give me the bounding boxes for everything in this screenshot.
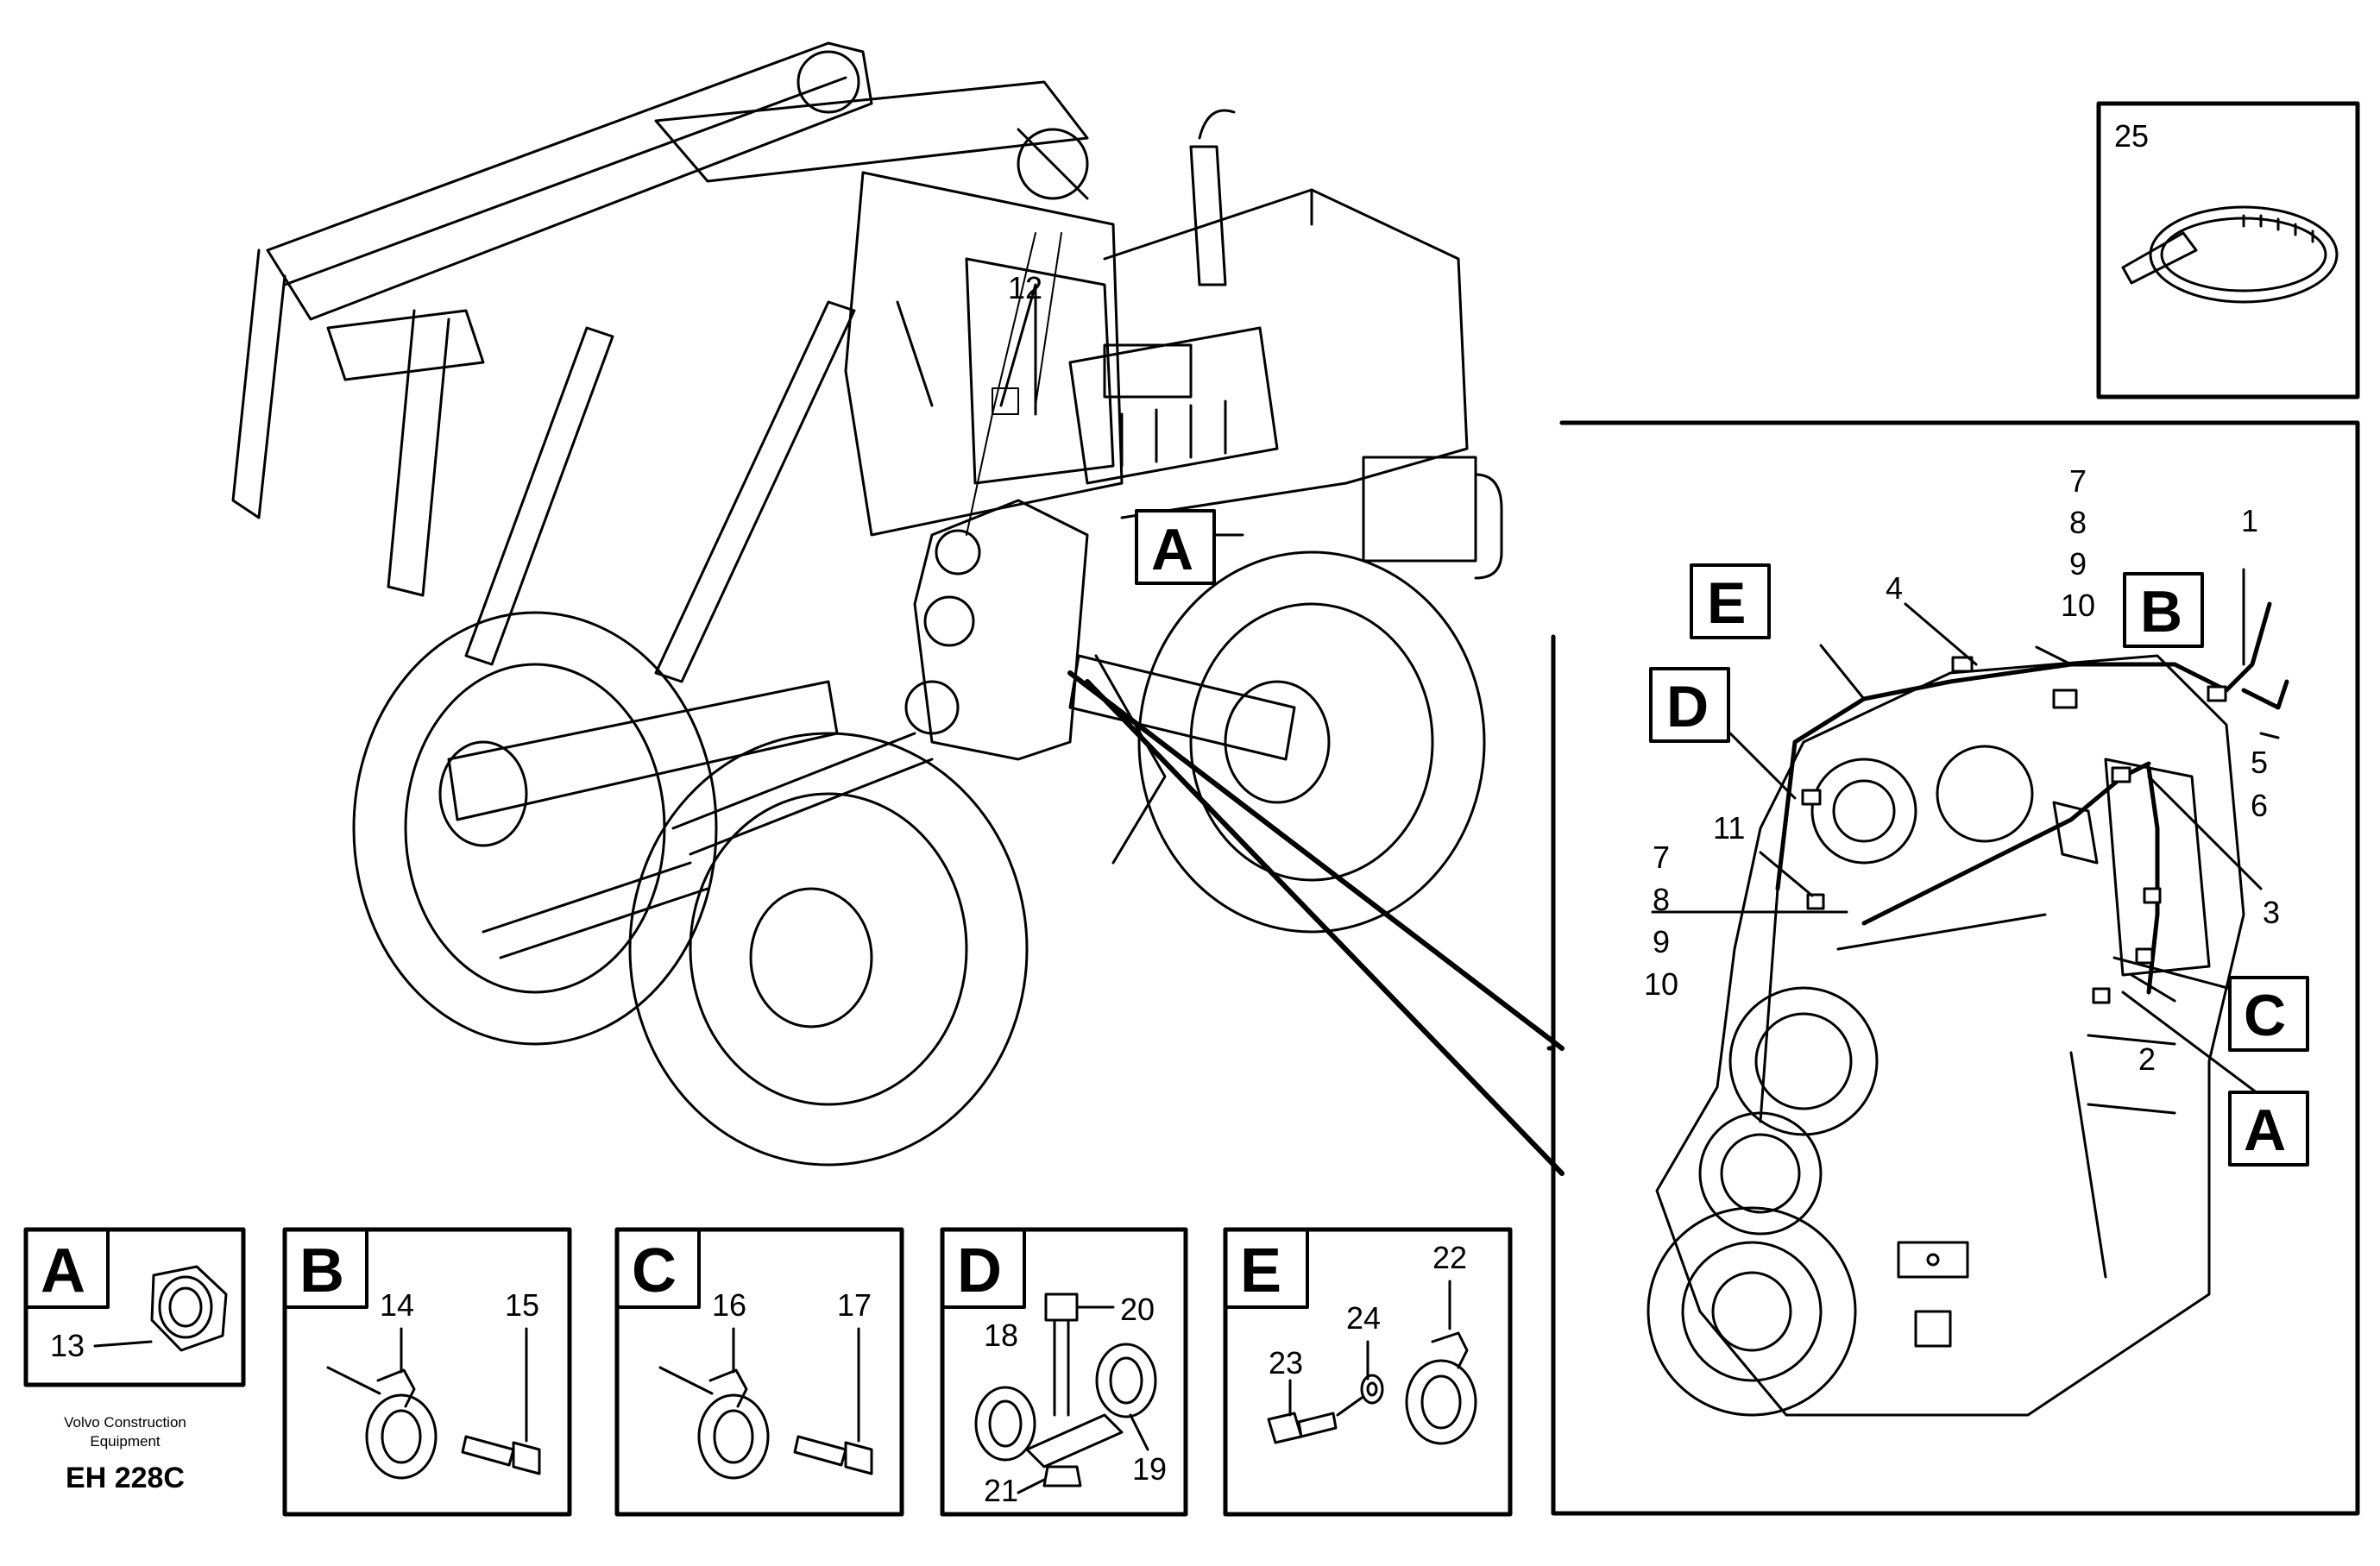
drawing-code: EH 228C: [66, 1462, 185, 1494]
svg-text:A: A: [41, 1236, 85, 1305]
part-15-label: 15: [505, 1287, 539, 1323]
publisher-line-2: Equipment: [90, 1433, 161, 1450]
callout-9-top: 9: [2069, 546, 2087, 582]
nut-icon: [1017, 1465, 1082, 1494]
part-19-label: 19: [1132, 1451, 1167, 1487]
callout-2: 2: [2138, 1041, 2156, 1077]
callout-8-top: 8: [2069, 505, 2087, 540]
panel-E-clamp-bolt-washer: E 22 23 24: [1223, 1227, 1513, 1517]
part-24-label: 24: [1346, 1300, 1381, 1336]
rubber-clamp-icon: [326, 1366, 438, 1480]
callout-C: C: [2228, 976, 2309, 1052]
callout-6: 6: [2251, 788, 2268, 823]
bolt-icon: [461, 1435, 541, 1475]
publisher-line-1: Volvo Construction: [64, 1414, 186, 1431]
rubber-clamp-icon: [658, 1366, 770, 1480]
svg-text:D: D: [957, 1236, 1002, 1305]
callout-10-top: 10: [2061, 588, 2095, 623]
part-21-label: 21: [984, 1473, 1018, 1508]
double-clamp-icon: [974, 1343, 1157, 1469]
washer-icon: [1360, 1374, 1384, 1405]
bolt-icon: [1044, 1292, 1115, 1417]
svg-text:B: B: [2140, 579, 2182, 645]
svg-text:E: E: [1707, 570, 1746, 636]
callout-7-top: 7: [2069, 463, 2087, 499]
callout-B: B: [2123, 572, 2204, 648]
part-13-label: 13: [50, 1328, 85, 1363]
panel-25-cable-tie: 25: [2096, 101, 2360, 399]
callout-5: 5: [2251, 745, 2268, 780]
svg-text:D: D: [1666, 674, 1709, 739]
callout-7-left: 7: [1653, 840, 1670, 875]
callout-D: D: [1649, 667, 1730, 743]
part-20-label: 20: [1120, 1292, 1155, 1327]
harness-clip-markers: [1801, 656, 2227, 1004]
callout-8-left: 8: [1653, 882, 1670, 917]
publisher-label: Volvo Construction Equipment: [26, 1413, 224, 1451]
part-18-label: 18: [984, 1318, 1018, 1353]
callout-9-left: 9: [1653, 924, 1670, 959]
wiring-harness: [1759, 601, 2289, 1123]
transmission-detail-panel: [1546, 420, 2360, 1516]
callout-A-machine: A: [1135, 509, 1216, 585]
bolt-icon: [793, 1435, 873, 1475]
panel-A-nut: A 13: [23, 1227, 246, 1387]
panel-C-clamp-and-bolt: C 16 17: [614, 1227, 904, 1517]
part-22-label: 22: [1432, 1240, 1467, 1275]
svg-text:25: 25: [2114, 118, 2149, 154]
numeric-callouts: 1 2 3 4 5 6 7 8 9 10 7 8 9 10 11: [1644, 463, 2280, 1077]
callout-E: E: [1690, 563, 1771, 639]
callout-3: 3: [2263, 895, 2280, 930]
callout-A: A: [2228, 1091, 2309, 1167]
part-23-label: 23: [1269, 1345, 1303, 1380]
callout-12: 12: [1008, 270, 1042, 305]
panel-B-clamp-and-bolt: B 14 15: [282, 1227, 572, 1517]
cable-tie-icon: [2121, 205, 2339, 304]
callout-1: 1: [2241, 503, 2258, 538]
svg-text:A: A: [1151, 517, 1193, 582]
part-17-label: 17: [837, 1287, 872, 1323]
svg-text:A: A: [2244, 1097, 2286, 1163]
callout-4: 4: [1886, 570, 1903, 606]
rubber-clamp-icon: [1405, 1331, 1477, 1445]
hex-nut-icon: [150, 1265, 228, 1352]
panel-D-double-clamp: D 18 19 20 21: [940, 1227, 1188, 1517]
bolt-icon: [1267, 1412, 1338, 1444]
callout-10-left: 10: [1644, 966, 1678, 1002]
wheel-loader-illustration: [231, 41, 1565, 1176]
svg-text:B: B: [299, 1236, 344, 1305]
part-14-label: 14: [380, 1287, 414, 1323]
svg-text:C: C: [2244, 983, 2286, 1048]
leader-lines: [1651, 568, 2280, 1097]
svg-text:E: E: [1240, 1236, 1281, 1305]
part-16-label: 16: [712, 1287, 746, 1323]
callout-11: 11: [1713, 810, 1745, 846]
transmission-housing: [1646, 654, 2245, 1417]
svg-text:C: C: [632, 1236, 677, 1305]
